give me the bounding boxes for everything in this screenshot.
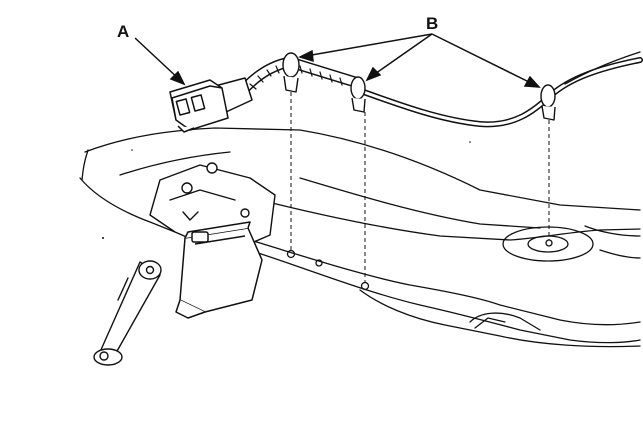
clip-3 [540, 84, 556, 121]
connector-a [169, 77, 253, 133]
mounting-holes [286, 239, 553, 291]
harness-clips [282, 52, 556, 121]
scan-specks [102, 141, 471, 239]
callout-label-b: B [426, 14, 438, 33]
height-sensor-body [175, 221, 263, 319]
clip-1 [282, 52, 300, 93]
clip-2 [350, 76, 366, 113]
alignment-lines [290, 92, 550, 282]
callout-label-a: A [117, 22, 129, 41]
sensor-link-arm [93, 260, 162, 366]
subframe-panel [79, 127, 641, 348]
callout-arrows [134, 33, 541, 88]
